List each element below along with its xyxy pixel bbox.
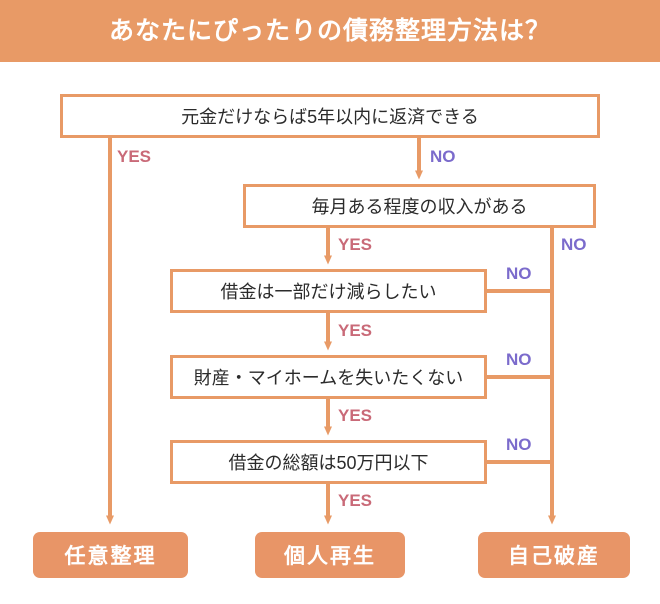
edge-label-q2-yes: YES: [338, 321, 373, 340]
edge-label-q4-yes: YES: [338, 491, 373, 510]
result-node-jiko-hasan[interactable]: 自己破産: [478, 532, 630, 578]
question-label-4: 借金の総額は50万円以下: [228, 453, 429, 473]
result-label-2: 自己破産: [508, 545, 600, 568]
result-label-1: 個人再生: [284, 545, 376, 568]
edge-label-q3-no: NO: [506, 350, 532, 369]
edge-label-q0-yes: YES: [117, 147, 152, 166]
question-label-1: 毎月ある程度の収入がある: [311, 197, 528, 217]
header-bar: あなたにぴったりの債務整理方法は？: [0, 0, 660, 62]
question-node-0[interactable]: 元金だけならば5年以内に返済できる: [60, 94, 600, 138]
result-node-kojin-saisei[interactable]: 個人再生: [255, 532, 405, 578]
edge-label-q1-yes: YES: [338, 235, 373, 254]
flowchart-canvas: 元金だけならば5年以内に返済できる 毎月ある程度の収入がある 借金は一部だけ減ら…: [0, 62, 660, 604]
result-label-0: 任意整理: [64, 545, 157, 568]
question-node-1[interactable]: 毎月ある程度の収入がある: [243, 184, 596, 228]
edge-label-q2-no: NO: [506, 264, 532, 283]
question-node-3[interactable]: 財産・マイホームを失いたくない: [170, 355, 487, 399]
question-label-2: 借金は一部だけ減らしたい: [220, 282, 437, 302]
edge-label-q3-yes: YES: [338, 406, 373, 425]
edge-label-q1-no: NO: [561, 235, 587, 254]
edge-label-q0-no: NO: [430, 147, 456, 166]
question-node-2[interactable]: 借金は一部だけ減らしたい: [170, 269, 487, 313]
result-node-nini-seiri[interactable]: 任意整理: [33, 532, 188, 578]
question-label-0: 元金だけならば5年以内に返済できる: [181, 107, 479, 127]
question-label-3: 財産・マイホームを失いたくない: [193, 368, 464, 388]
edge-label-q4-no: NO: [506, 435, 532, 454]
question-node-4[interactable]: 借金の総額は50万円以下: [170, 440, 487, 484]
page-title: あなたにぴったりの債務整理方法は？: [108, 16, 551, 45]
flowchart-connectors: [106, 138, 556, 525]
